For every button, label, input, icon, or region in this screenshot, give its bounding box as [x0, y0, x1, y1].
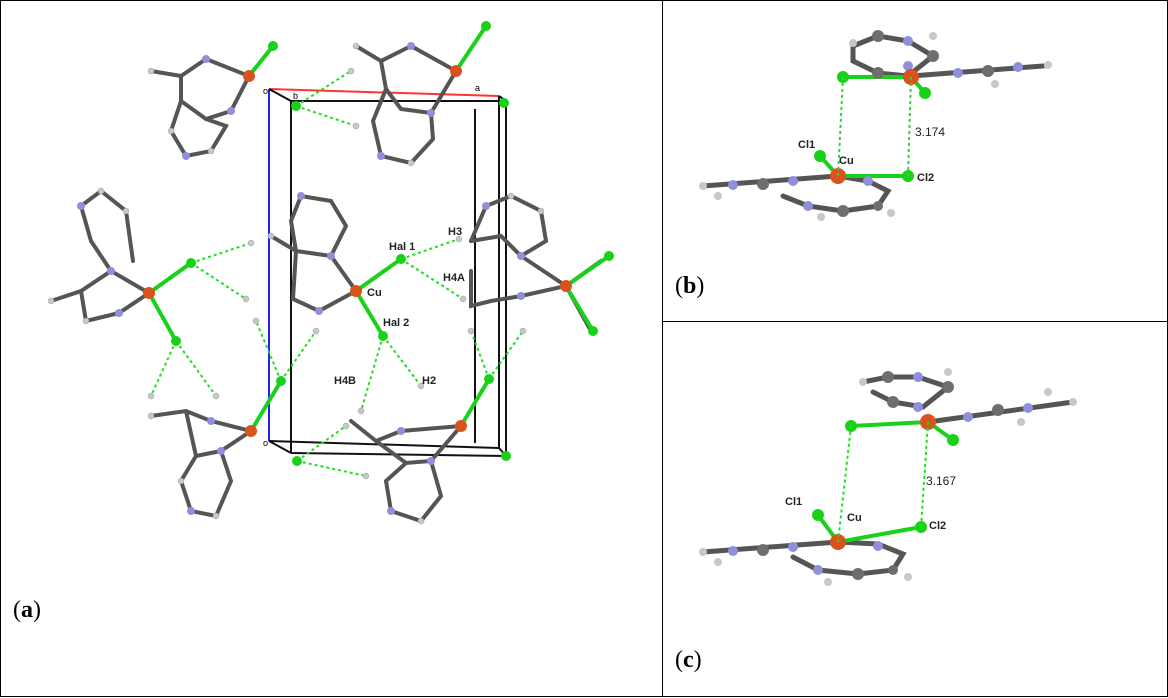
label-cl2-c: Cl2 — [929, 520, 946, 532]
label-cl1-b: Cl1 — [798, 139, 815, 151]
label-hal2: Hal 2 — [383, 317, 409, 329]
panel-a-label: (a) — [13, 597, 41, 623]
crystal-packing-diagram: o b a o Hal 1 Cu Hal 2 H3 H4A H4B H2 — [47, 21, 614, 525]
label-cu: Cu — [367, 287, 382, 299]
label-h4b: H4B — [334, 375, 356, 387]
dimer-diagram-b: 3.174 Cl1 Cu Cl2 — [699, 30, 1052, 221]
distance-label-c: 3.167 — [926, 474, 956, 488]
ligand-bonds — [49, 43, 603, 524]
label-h2: H2 — [422, 375, 436, 387]
label-cu-b: Cu — [839, 155, 854, 167]
label-hal1: Hal 1 — [389, 241, 415, 253]
label-cl2-b: Cl2 — [917, 172, 934, 184]
atoms — [47, 21, 614, 525]
panel-c: 3.167 Cl1 Cu Cl2 (c) — [662, 321, 1168, 697]
panel-a: o b a o Hal 1 Cu Hal 2 H3 H4A H4B H2 (a) — [0, 0, 663, 697]
panel-b-label: (b) — [675, 273, 705, 299]
dimer-diagram-c: 3.167 Cl1 Cu Cl2 — [699, 368, 1077, 586]
axis-a-label: a — [475, 83, 480, 93]
label-cl1-c: Cl1 — [785, 496, 802, 508]
unit-cell — [268, 88, 507, 457]
panel-c-label: (c) — [675, 647, 702, 673]
label-cu-c: Cu — [847, 512, 862, 524]
cu-cl-bonds — [147, 24, 611, 433]
axis-origin-label: o — [263, 86, 268, 96]
label-h3: H3 — [448, 226, 462, 238]
axis-origin-label-lower: o — [263, 438, 268, 448]
hydrogen-bonds — [150, 70, 524, 477]
axis-b-label: b — [293, 91, 298, 101]
distance-label-b: 3.174 — [915, 125, 945, 139]
label-h4a: H4A — [443, 272, 465, 284]
panel-b: 3.174 Cl1 Cu Cl2 (b) — [662, 0, 1168, 322]
